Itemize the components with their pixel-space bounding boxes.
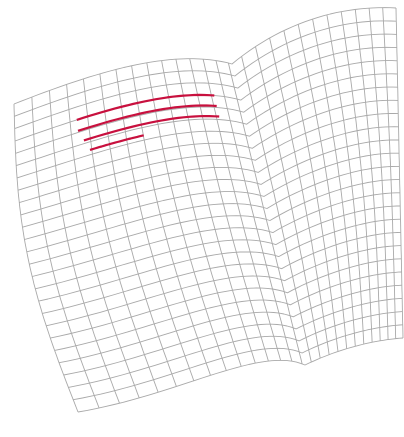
grid-row-line (73, 325, 403, 400)
grid-column-line (396, 8, 403, 338)
grid-column-line (216, 61, 292, 362)
grid-column-line (327, 15, 364, 344)
grid-row-line (15, 34, 397, 129)
grid-row-lines (14, 8, 403, 412)
grid-column-line (355, 9, 380, 340)
grid-column-line (383, 8, 396, 339)
grid-row-line (78, 338, 403, 412)
grid-column-line (256, 47, 321, 359)
grid-row-line (59, 285, 402, 363)
grid-row-line (18, 100, 398, 190)
grid-row-line (25, 153, 400, 239)
grid-row-line (64, 298, 403, 375)
grid-row-line (55, 272, 402, 350)
text-line-highlights (77, 95, 219, 150)
text-line-highlight (78, 106, 217, 131)
grid-column-line (49, 91, 119, 404)
grid-column-line (228, 63, 302, 364)
grid-column-line (176, 59, 255, 363)
text-line-highlight (90, 135, 144, 150)
grid-column-lines (14, 8, 403, 412)
grid-column-line (190, 59, 269, 361)
text-line-highlight (84, 116, 219, 140)
grid-row-line (21, 127, 399, 215)
grid-column-line (284, 31, 338, 352)
